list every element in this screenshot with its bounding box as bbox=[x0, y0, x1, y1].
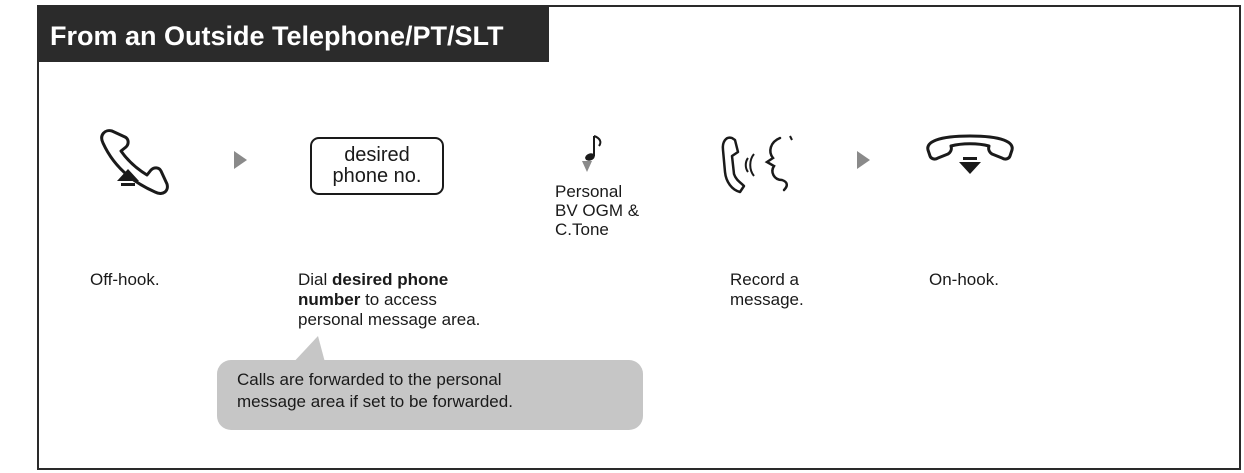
callout-line1: Calls are forwarded to the personal bbox=[237, 370, 502, 389]
record-message-icon bbox=[721, 135, 793, 194]
tone-label: Personal BV OGM & C.Tone bbox=[555, 182, 639, 239]
music-note-tone-icon bbox=[582, 135, 602, 172]
dial-bold1: desired phone bbox=[332, 270, 449, 289]
page-title: From an Outside Telephone/PT/SLT bbox=[37, 5, 549, 62]
forwarding-note-callout: Calls are forwarded to the personal mess… bbox=[217, 360, 643, 430]
dial-box-line2: phone no. bbox=[332, 165, 422, 187]
record-line2: message. bbox=[730, 290, 804, 309]
off-hook-label: Off-hook. bbox=[90, 270, 160, 289]
dial-bold2: number bbox=[298, 290, 361, 309]
tone-line3: C.Tone bbox=[555, 220, 609, 239]
tone-line2: BV OGM & bbox=[555, 201, 640, 220]
dial-line1: Dial desired phone bbox=[298, 270, 480, 290]
callout-pointer bbox=[290, 336, 326, 366]
dial-box-line1: desired bbox=[344, 144, 410, 166]
desired-phone-number-box: desired phone no. bbox=[310, 137, 444, 195]
handset-offhook-icon bbox=[100, 129, 169, 195]
record-label: Record a message. bbox=[730, 270, 804, 310]
flow-arrow bbox=[234, 151, 247, 169]
on-hook-label: On-hook. bbox=[929, 270, 999, 289]
flow-arrow bbox=[857, 151, 870, 169]
handset-onhook-icon bbox=[926, 134, 1014, 174]
dial-instruction-label: Dial desired phone number to access pers… bbox=[298, 270, 480, 330]
callout-line2: message area if set to be forwarded. bbox=[237, 392, 513, 411]
tone-line1: Personal bbox=[555, 182, 623, 201]
dial-line2: number to access bbox=[298, 290, 480, 310]
dial-pre: Dial bbox=[298, 270, 333, 289]
dial-post1: to access bbox=[360, 290, 437, 309]
record-line1: Record a bbox=[730, 270, 799, 289]
dial-line3: personal message area. bbox=[298, 310, 481, 329]
